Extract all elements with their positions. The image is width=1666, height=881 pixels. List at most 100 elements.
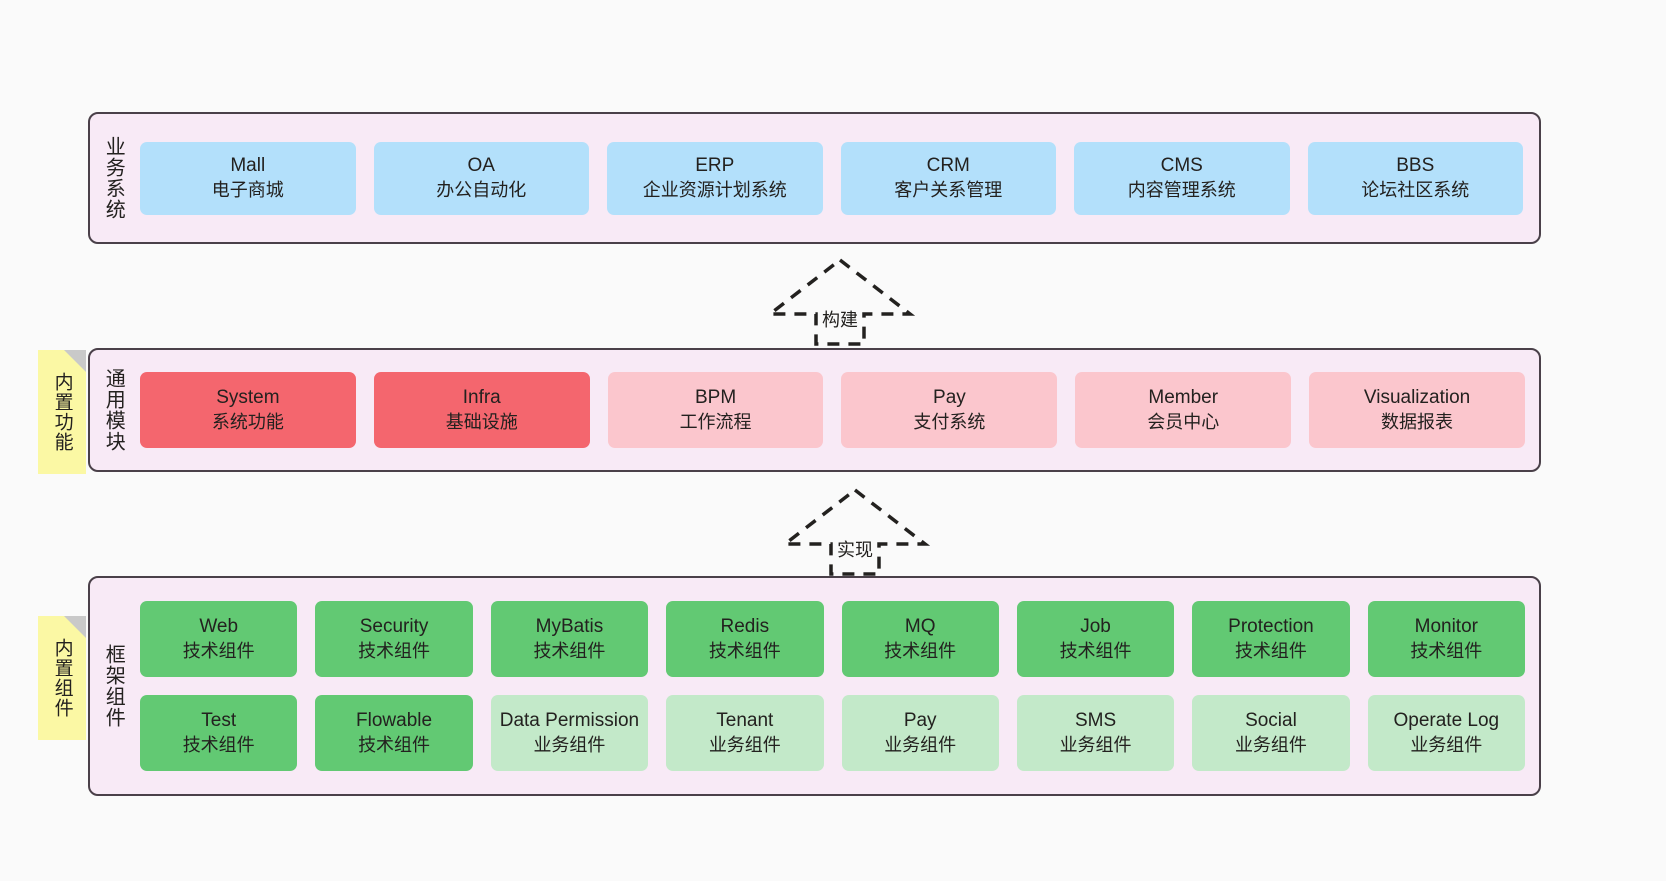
cell-subtitle: 技术组件: [708, 640, 781, 661]
business-system-cms[interactable]: CMS 内容管理系统: [1074, 141, 1290, 215]
framework-component-mq[interactable]: MQ 技术组件: [841, 601, 999, 677]
cell-subtitle: 技术组件: [533, 640, 606, 661]
cell-subtitle: 企业资源计划系统: [642, 179, 787, 200]
common-module-pay[interactable]: Pay 支付系统: [841, 372, 1058, 448]
cell-subtitle: 办公自动化: [436, 179, 527, 200]
arrow-implement: 实现: [775, 486, 935, 578]
cell-subtitle: 工作流程: [679, 411, 752, 432]
note-builtin-component: 内置组件: [38, 616, 86, 740]
arrow-build-shape: [764, 257, 916, 346]
layer-body-business-system: Mall 电子商城 OA 办公自动化 ERP 企业资源计划系统 CRM 客户关系管理 CMS 内容…: [136, 114, 1539, 242]
cell-title: Protection: [1228, 615, 1314, 637]
arrow-build-label: 构建: [818, 306, 862, 332]
cell-title: OA: [467, 154, 495, 176]
note-builtin-function-label: 内置功能: [51, 372, 73, 452]
framework-component-operate-log[interactable]: Operate Log 业务组件: [1367, 695, 1525, 771]
cell-title: Social: [1245, 709, 1297, 731]
cell-subtitle: 会员中心: [1147, 411, 1220, 432]
framework-component-redis[interactable]: Redis 技术组件: [666, 601, 824, 677]
cell-title: Mall: [230, 154, 266, 176]
cell-title: BBS: [1396, 154, 1435, 176]
cell-title: Member: [1148, 386, 1219, 408]
business-system-mall[interactable]: Mall 电子商城: [140, 141, 356, 215]
cell-title: Operate Log: [1393, 709, 1500, 731]
business-system-oa[interactable]: OA 办公自动化: [373, 141, 589, 215]
cell-subtitle: 业务组件: [1234, 734, 1307, 755]
cell-subtitle: 技术组件: [182, 734, 255, 755]
layer-business-system: 业务系统 Mall 电子商城 OA 办公自动化 ERP 企业资源计划系统 CRM 客户关系管理…: [88, 112, 1541, 244]
cell-subtitle: 论坛社区系统: [1361, 179, 1470, 200]
common-module-infra[interactable]: Infra 基础设施: [373, 372, 590, 448]
note-fold-corner-icon: [64, 616, 86, 638]
arrow-implement-label: 实现: [833, 536, 877, 562]
cell-title: CMS: [1160, 154, 1203, 176]
common-module-system[interactable]: System 系统功能: [140, 372, 356, 448]
framework-component-pay[interactable]: Pay 业务组件: [841, 695, 999, 771]
business-system-erp[interactable]: ERP 企业资源计划系统: [607, 141, 823, 215]
cell-subtitle: 业务组件: [1410, 734, 1483, 755]
cell-title: CRM: [926, 154, 970, 176]
cell-subtitle: 内容管理系统: [1127, 179, 1236, 200]
cell-title: Pay: [903, 709, 937, 731]
cell-subtitle: 支付系统: [913, 411, 986, 432]
cell-title: Web: [199, 615, 239, 637]
cell-subtitle: 基础设施: [445, 411, 518, 432]
cell-subtitle: 技术组件: [1410, 640, 1483, 661]
business-system-crm[interactable]: CRM 客户关系管理: [840, 141, 1056, 215]
cell-subtitle: 业务组件: [708, 734, 781, 755]
arrow-implement-shape: [779, 487, 931, 576]
layer-title-framework-component: 框架组件: [102, 644, 125, 728]
cell-subtitle: 技术组件: [1234, 640, 1307, 661]
cell-title: System: [216, 386, 280, 408]
cell-subtitle: 技术组件: [358, 734, 431, 755]
cell-subtitle: 技术组件: [884, 640, 957, 661]
framework-component-flowable[interactable]: Flowable 技术组件: [315, 695, 473, 771]
framework-component-tenant[interactable]: Tenant 业务组件: [666, 695, 824, 771]
cell-title: MyBatis: [535, 615, 604, 637]
framework-component-mybatis[interactable]: MyBatis 技术组件: [490, 601, 649, 677]
cell-title: Pay: [933, 386, 966, 408]
note-builtin-function: 内置功能: [38, 350, 86, 474]
framework-component-monitor[interactable]: Monitor 技术组件: [1367, 601, 1525, 677]
cell-subtitle: 电子商城: [211, 179, 284, 200]
layer-title-business-system: 业务系统: [102, 136, 125, 220]
cell-title: Flowable: [356, 709, 433, 731]
common-module-member[interactable]: Member 会员中心: [1075, 372, 1292, 448]
cell-subtitle: 技术组件: [182, 640, 255, 661]
cell-title: Infra: [462, 386, 501, 408]
cell-subtitle: 业务组件: [884, 734, 957, 755]
business-system-row: Mall 电子商城 OA 办公自动化 ERP 企业资源计划系统 CRM 客户关系管理 CMS 内容…: [140, 141, 1523, 215]
cell-title: Job: [1080, 615, 1111, 637]
note-fold-corner-icon: [64, 350, 86, 372]
layer-body-common-module: System 系统功能 Infra 基础设施 BPM 工作流程 Pay 支付系统 Member 会…: [136, 350, 1539, 470]
common-module-row: System 系统功能 Infra 基础设施 BPM 工作流程 Pay 支付系统 Member 会…: [140, 372, 1525, 448]
framework-component-protection[interactable]: Protection 技术组件: [1192, 601, 1350, 677]
cell-subtitle: 系统功能: [211, 411, 284, 432]
layer-title-common-module: 通用模块: [102, 368, 125, 452]
cell-title: Tenant: [716, 709, 774, 731]
cell-title: MQ: [904, 615, 936, 637]
cell-title: BPM: [694, 386, 737, 408]
business-system-bbs[interactable]: BBS 论坛社区系统: [1307, 141, 1523, 215]
layer-common-module: 通用模块 System 系统功能 Infra 基础设施 BPM 工作流程 Pay 支付系统 Me…: [88, 348, 1541, 472]
cell-title: Redis: [720, 615, 770, 637]
common-module-bpm[interactable]: BPM 工作流程: [607, 372, 824, 448]
cell-title: Monitor: [1414, 615, 1478, 637]
cell-title: Visualization: [1363, 386, 1471, 408]
cell-title: ERP: [695, 154, 735, 176]
note-builtin-component-label: 内置组件: [51, 638, 73, 718]
cell-subtitle: 技术组件: [358, 640, 431, 661]
framework-component-social[interactable]: Social 业务组件: [1192, 695, 1350, 771]
cell-subtitle: 客户关系管理: [894, 179, 1003, 200]
cell-subtitle: 业务组件: [1059, 734, 1132, 755]
framework-component-web[interactable]: Web 技术组件: [140, 601, 298, 677]
